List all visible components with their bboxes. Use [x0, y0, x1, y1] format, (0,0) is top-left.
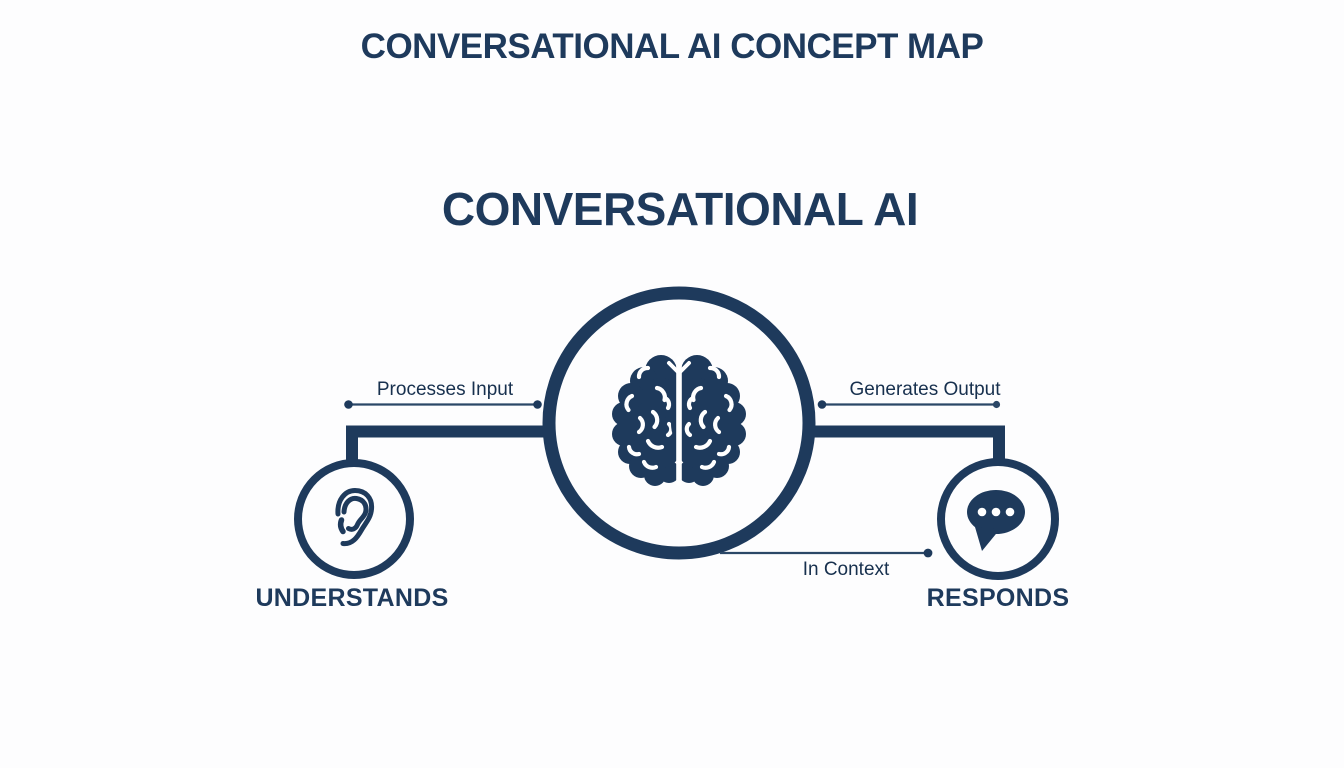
edge-generates-output [817, 400, 1001, 409]
left-node-label: UNDERSTANDS [255, 584, 449, 612]
edge-processes-input [344, 400, 542, 409]
edge-in-context [720, 548, 933, 558]
brain-center-gap [676, 356, 682, 486]
right-node-label: RESPONDS [926, 584, 1070, 612]
connector-left-elbow [346, 425, 552, 468]
brain-icon [612, 355, 746, 486]
edge-label-processes-input: Processes Input [376, 379, 514, 400]
edge-label-generates-output: Generates Output [849, 379, 1001, 400]
connector-right-elbow [806, 425, 1005, 468]
speech-bubble-icon [967, 490, 1025, 551]
left-node-circle [294, 459, 414, 579]
page-title: CONVERSATIONAL AI CONCEPT MAP [360, 27, 984, 66]
ear-icon [335, 487, 375, 547]
edge-label-in-context: In Context [802, 559, 890, 580]
brain-gap-branches [667, 361, 691, 375]
central-node-heading: CONVERSATIONAL AI [441, 183, 919, 235]
